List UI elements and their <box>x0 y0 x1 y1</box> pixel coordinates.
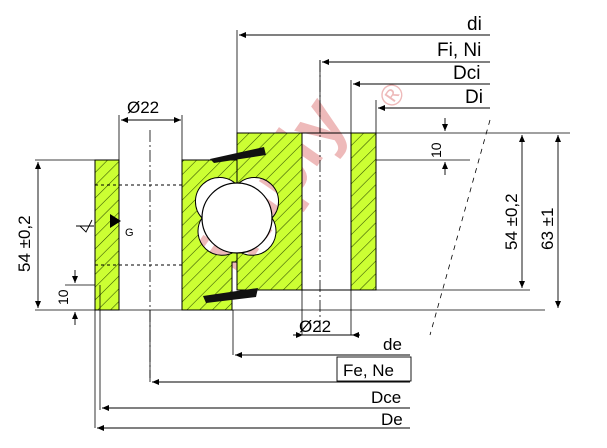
dim-dci-label: Dci <box>453 63 480 84</box>
dim-height-right-label: 54 ±0,2 <box>502 193 521 250</box>
dim-de-label: de <box>383 335 402 354</box>
dim-bolt-top-label: Ø22 <box>127 98 159 117</box>
dim-overall-height-label: 63 ±1 <box>538 208 557 250</box>
extension-lines <box>35 30 570 428</box>
dim-gap-outer-label: 10 <box>55 289 71 305</box>
dim-di-label: di <box>467 14 482 35</box>
inner-ring-section <box>236 132 377 291</box>
surface-symbol-icon <box>79 219 93 233</box>
ball <box>201 182 273 254</box>
dim-gap-inner-label: 10 <box>428 142 444 158</box>
grease-nipple-label: G <box>125 227 134 239</box>
hidden-lines <box>95 133 352 290</box>
dim-fi-ni-label: Fi, Ni <box>437 40 481 61</box>
dim-dce-label: Dce <box>371 388 401 407</box>
dim-height-left-label: 54 ±0,2 <box>15 215 34 272</box>
fe-ne-box <box>336 356 412 382</box>
dim-fe-ne-label: Fe, Ne <box>343 361 394 380</box>
seal-top <box>210 147 266 163</box>
dim-bolt-bottom-label: Ø22 <box>299 317 331 336</box>
watermark-registered-mark: ® <box>373 77 413 114</box>
dim-De-label: De <box>381 410 403 429</box>
diagonal-trace <box>429 119 491 336</box>
dimension-lines <box>35 32 561 431</box>
seal-bottom <box>203 288 258 303</box>
grease-nipple-marker <box>110 214 121 228</box>
dim-Di-label: Di <box>465 87 483 108</box>
